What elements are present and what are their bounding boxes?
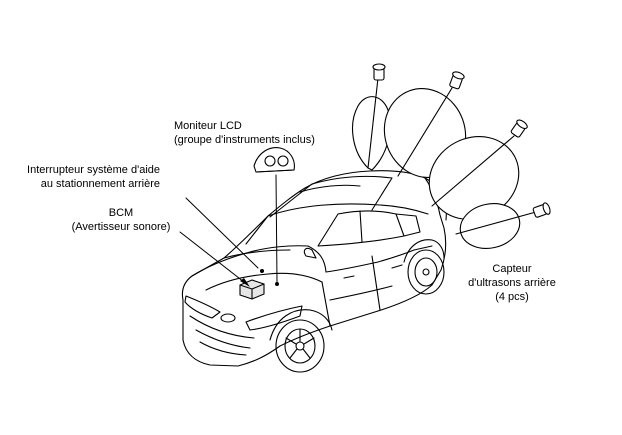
label-lcd-monitor-line2: (groupe d'instruments inclus): [174, 134, 315, 146]
bcm-module: [239, 279, 265, 300]
label-park-switch-line2: au stationnement arrière: [40, 178, 160, 190]
sensor-icon-4: [532, 202, 551, 218]
sensor-detection-zones: [352, 77, 537, 249]
label-rear-sensor-line1: Capteur: [492, 263, 532, 275]
car-body: [181, 170, 447, 373]
label-park-assist-switch: Interrupteur système d'aide au stationne…: [27, 163, 160, 191]
ultrasonic-sensors: [372, 63, 551, 218]
label-lcd-monitor: Moniteur LCD (groupe d'instruments inclu…: [174, 119, 315, 147]
sensor-icon-1: [372, 63, 386, 81]
label-bcm-line2: (Avertisseur sonore): [71, 221, 171, 233]
label-rear-sensor-line2: d'ultrasons arrière: [468, 277, 556, 289]
sensor-icon-3: [510, 119, 528, 138]
label-lcd-monitor-line1: Moniteur LCD: [174, 120, 242, 132]
label-bcm-line1: BCM: [108, 207, 134, 219]
lcd-monitor-cluster: [253, 147, 295, 173]
label-rear-sensor-line3: (4 pcs): [495, 291, 529, 303]
label-rear-ultrasonic-sensor: Capteur d'ultrasons arrière (4 pcs): [452, 262, 572, 304]
leader-lines: [179, 174, 278, 283]
leader-endpoints: [240, 269, 279, 287]
label-park-switch-line1: Interrupteur système d'aide: [27, 164, 160, 176]
label-bcm: BCM (Avertisseur sonore): [66, 206, 176, 234]
sensor-icon-2: [449, 71, 465, 90]
